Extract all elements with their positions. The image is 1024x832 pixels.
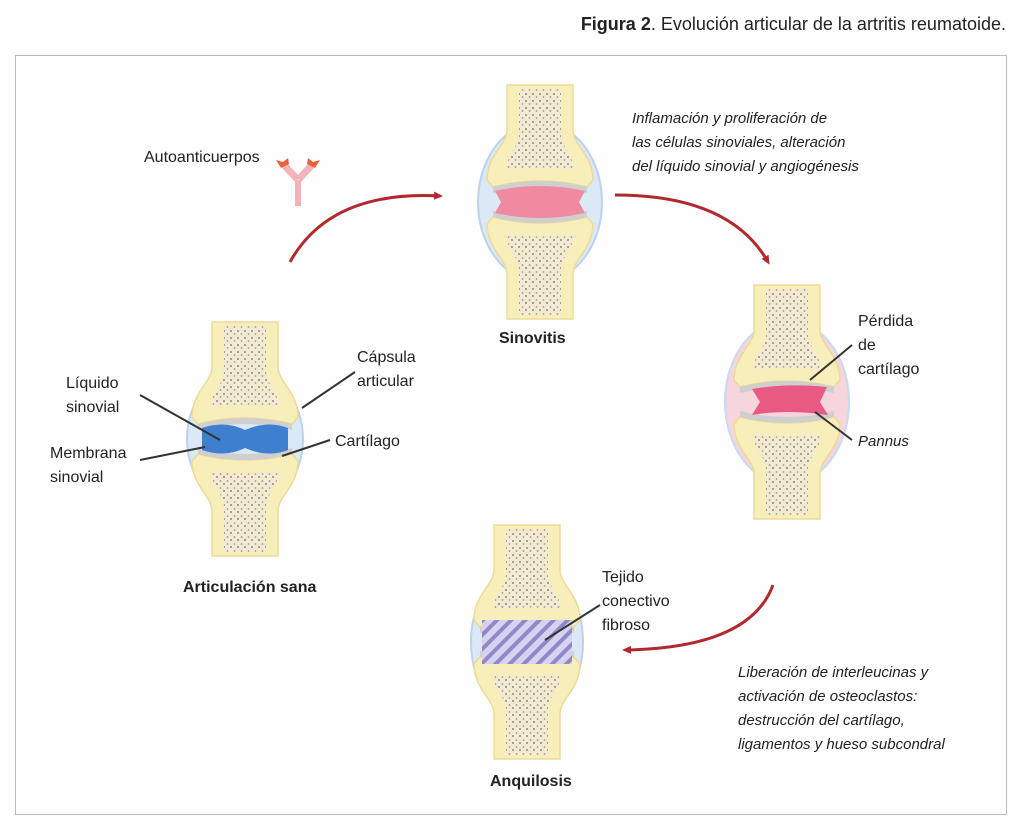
arrow-to-anquilosis bbox=[622, 584, 775, 654]
sinovitis-description: Inflamación y proliferación de las célul… bbox=[632, 110, 859, 175]
figure-number: Figura 2 bbox=[580, 14, 651, 34]
label-anquilosis: Anquilosis bbox=[490, 773, 572, 790]
pannus-joint bbox=[724, 284, 850, 520]
arrow-to-pannus bbox=[614, 193, 770, 265]
label-articulacion-sana: Articulación sana bbox=[183, 579, 316, 596]
figure-caption: Figura 2. Evolución articular de la artr… bbox=[581, 14, 1006, 35]
arrow-to-sinovitis bbox=[288, 191, 443, 263]
sinovitis-joint bbox=[477, 84, 603, 320]
label-sinovitis: Sinovitis bbox=[499, 330, 566, 347]
anquilosis-joint bbox=[470, 524, 584, 760]
healthy-joint bbox=[186, 321, 304, 557]
antibody-icon bbox=[276, 158, 320, 206]
liberacion-description: Liberación de interleucinas y activación… bbox=[738, 664, 945, 753]
label-pannus: Pannus bbox=[858, 433, 909, 450]
figure-title: . Evolución articular de la artritis reu… bbox=[650, 14, 1006, 34]
label-autoanticuerpos: Autoanticuerpos bbox=[144, 149, 260, 166]
label-cartilago: Cartílago bbox=[335, 433, 400, 450]
leader-lines bbox=[139, 344, 853, 641]
